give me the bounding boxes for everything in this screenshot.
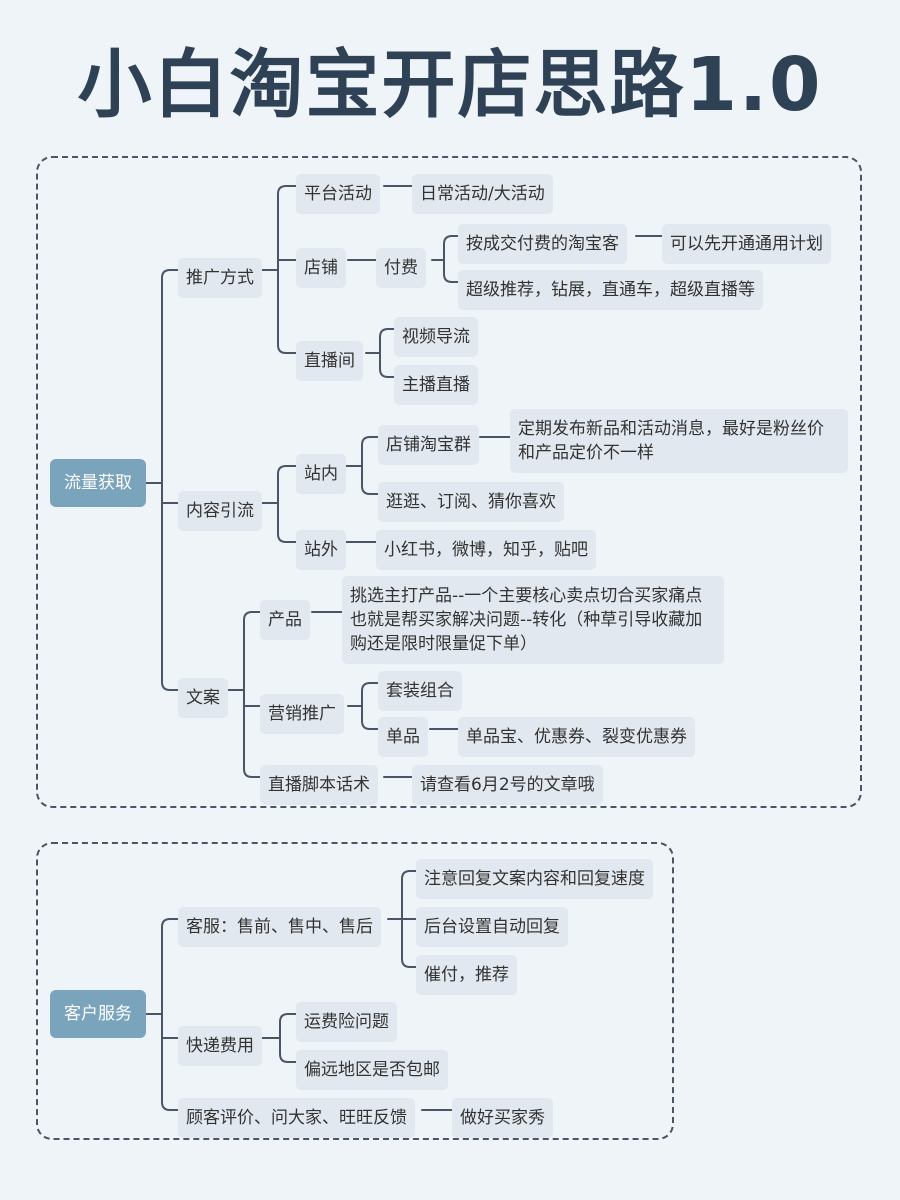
node-live-room: 直播间 [296, 341, 363, 381]
root-customer-service: 客户服务 [50, 990, 146, 1038]
node-cs: 客服：售前、售中、售后 [178, 907, 381, 947]
node-shop-group-detail: 定期发布新品和活动消息，最好是粉丝价和产品定价不一样 [510, 409, 848, 473]
section-service-frame [36, 842, 674, 1140]
node-paid-others: 超级推荐，钻展，直通车，超级直播等 [458, 270, 763, 310]
section-traffic-frame [36, 156, 862, 808]
node-outside-site: 站外 [296, 530, 346, 570]
node-shipping-remote: 偏远地区是否包邮 [296, 1050, 448, 1090]
node-inside-site: 站内 [296, 454, 346, 494]
node-marketing: 营销推广 [260, 694, 344, 734]
node-outside-detail: 小红书，微博，知乎，贴吧 [376, 530, 596, 570]
node-product-detail: 挑选主打产品--一个主要核心卖点切合买家痛点也就是帮买家解决问题--转化（种草引… [342, 576, 724, 664]
node-product: 产品 [260, 600, 310, 640]
node-cs-urge: 催付，推荐 [416, 955, 517, 995]
node-shipping-insurance: 运费险问题 [296, 1002, 397, 1042]
node-browse: 逛逛、订阅、猜你喜欢 [378, 482, 564, 522]
node-shop: 店铺 [296, 248, 346, 288]
node-single-item: 单品 [378, 717, 428, 757]
node-single-item-detail: 单品宝、优惠券、裂变优惠券 [458, 717, 695, 757]
node-review-detail: 做好买家秀 [452, 1098, 553, 1138]
node-cs-reply: 注意回复文案内容和回复速度 [416, 859, 653, 899]
node-platform-activity-detail: 日常活动/大活动 [412, 174, 553, 214]
node-bundle: 套装组合 [378, 671, 462, 711]
node-live-script: 直播脚本话术 [260, 765, 378, 805]
node-paid: 付费 [376, 248, 426, 288]
node-shop-group: 店铺淘宝群 [378, 425, 479, 465]
node-live-script-detail: 请查看6月2号的文章哦 [412, 765, 603, 805]
node-content-traffic: 内容引流 [178, 491, 262, 531]
node-review: 顾客评价、问大家、旺旺反馈 [178, 1098, 415, 1138]
node-cs-auto-reply: 后台设置自动回复 [416, 907, 568, 947]
node-copywriting: 文案 [178, 678, 228, 718]
node-live-host: 主播直播 [394, 365, 478, 405]
page-title: 小白淘宝开店思路1.0 [77, 42, 823, 128]
node-live-video: 视频导流 [394, 317, 478, 357]
node-platform-activity: 平台活动 [296, 174, 380, 214]
root-traffic-acquisition: 流量获取 [50, 459, 146, 507]
node-promo-methods: 推广方式 [178, 258, 262, 298]
node-taobaoke-detail: 可以先开通通用计划 [662, 224, 831, 264]
node-shipping: 快递费用 [178, 1026, 262, 1066]
node-taobaoke: 按成交付费的淘宝客 [458, 224, 627, 264]
